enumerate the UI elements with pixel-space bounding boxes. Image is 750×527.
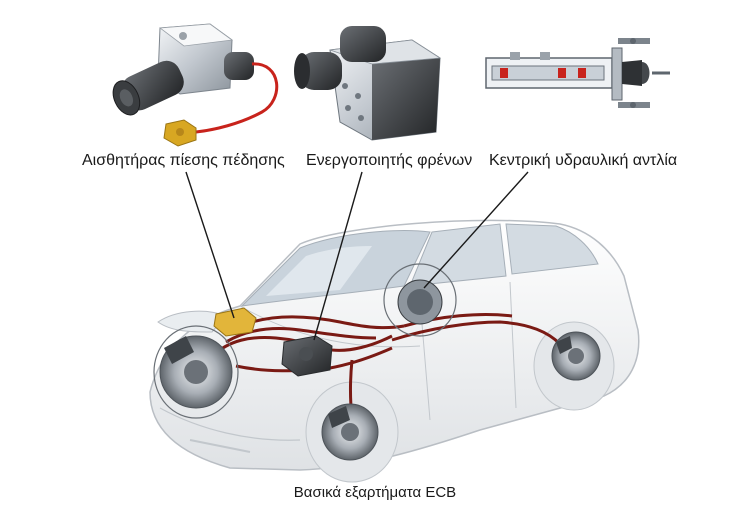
disc-brake-front-right: [321, 403, 379, 461]
disc-brake-rear: [551, 331, 601, 381]
brake-pressure-sensor-label: Αισθητήρας πίεσης πέδησης: [82, 152, 285, 169]
brake-pressure-sensor-icon: [112, 23, 279, 147]
master-cylinder-label: Κεντρική υδραυλική αντλία: [489, 152, 678, 169]
brake-actuator-on-car: [281, 335, 333, 377]
diagram-caption: Βασικά εξαρτήματα ECB: [293, 484, 457, 501]
brake-actuator-label: Ενεργοποιητής φρένων: [306, 152, 473, 169]
master-cylinder-on-car: [383, 263, 457, 337]
pointer-lines: [185, 171, 529, 341]
car-illustration: [149, 219, 640, 483]
disc-brake-icon: [153, 325, 239, 419]
brake-actuator-icon: [294, 26, 442, 141]
brake-pressure-sensor-on-car: [213, 307, 257, 337]
master-cylinder-icon: [485, 38, 670, 108]
